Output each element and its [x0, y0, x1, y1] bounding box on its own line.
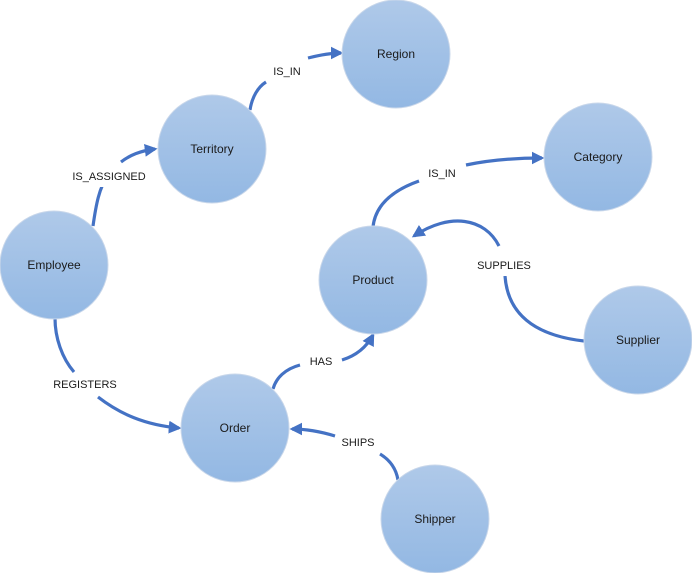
node-product-circle	[318, 225, 428, 335]
node-region-circle	[341, 0, 451, 109]
edge-has-label-bg	[303, 350, 339, 372]
edge-has[interactable]: HAS	[271, 332, 375, 390]
node-region-label: Region	[377, 47, 415, 61]
node-employee[interactable]: Employee	[0, 210, 109, 320]
edge-registers-label: REGISTERS	[53, 379, 117, 391]
edge-product-is-in-label: IS_IN	[428, 168, 456, 180]
edge-registers-line	[53, 317, 76, 374]
edge-is-assigned-arrow	[120, 144, 158, 164]
node-category[interactable]: Category	[543, 102, 653, 212]
edge-is-assigned-label-bg	[66, 165, 152, 187]
edge-supplies-line	[503, 275, 585, 343]
edge-registers[interactable]: REGISTERS	[50, 317, 182, 434]
edge-product-is-in-line	[371, 179, 420, 228]
edge-product-is-in-arrow	[465, 151, 545, 167]
edge-territory-is-in-arrow	[307, 46, 344, 60]
node-supplier-label: Supplier	[616, 333, 660, 347]
edge-territory-is-in[interactable]: IS_IN	[248, 46, 344, 111]
edge-has-label: HAS	[310, 356, 333, 368]
node-territory-circle	[157, 94, 267, 204]
node-employee-label: Employee	[27, 258, 81, 272]
edge-ships[interactable]: SHIPS	[289, 422, 400, 481]
node-shipper-circle	[380, 464, 490, 573]
edges-layer: IS_ASSIGNED IS_IN IS_IN SUPPLIES	[50, 46, 585, 481]
edge-supplies-arrow	[411, 219, 501, 247]
edge-territory-is-in-line	[248, 80, 267, 111]
edge-registers-arrow	[97, 395, 182, 434]
node-product[interactable]: Product	[318, 225, 428, 335]
edge-supplies[interactable]: SUPPLIES	[411, 219, 585, 343]
edge-territory-is-in-label-bg	[266, 60, 308, 82]
node-territory-label: Territory	[190, 142, 233, 156]
edge-has-arrow	[341, 332, 375, 362]
edge-is-assigned-label: IS_ASSIGNED	[72, 171, 145, 183]
node-employee-circle	[0, 210, 109, 320]
edge-supplies-label: SUPPLIES	[477, 260, 531, 272]
edge-product-is-in-label-bg	[420, 162, 464, 184]
node-order[interactable]: Order	[180, 373, 290, 483]
node-product-label: Product	[352, 273, 394, 287]
node-category-label: Category	[574, 150, 623, 164]
edge-ships-label-bg	[336, 431, 380, 453]
node-territory[interactable]: Territory	[157, 94, 267, 204]
edge-ships-label: SHIPS	[341, 437, 374, 449]
node-order-circle	[180, 373, 290, 483]
edge-is-assigned[interactable]: IS_ASSIGNED	[66, 144, 158, 227]
node-supplier[interactable]: Supplier	[583, 285, 692, 395]
edge-supplies-label-bg	[474, 254, 534, 276]
edge-product-is-in[interactable]: IS_IN	[371, 151, 545, 228]
node-supplier-circle	[583, 285, 692, 395]
edge-territory-is-in-label: IS_IN	[273, 66, 301, 78]
node-category-circle	[543, 102, 653, 212]
node-shipper[interactable]: Shipper	[380, 464, 490, 573]
edge-has-line	[271, 363, 301, 390]
edge-ships-line	[379, 452, 400, 481]
node-order-label: Order	[220, 421, 251, 435]
node-shipper-label: Shipper	[414, 512, 455, 526]
edge-registers-label-bg	[50, 373, 120, 395]
edge-ships-arrow	[289, 422, 336, 438]
node-region[interactable]: Region	[341, 0, 451, 109]
